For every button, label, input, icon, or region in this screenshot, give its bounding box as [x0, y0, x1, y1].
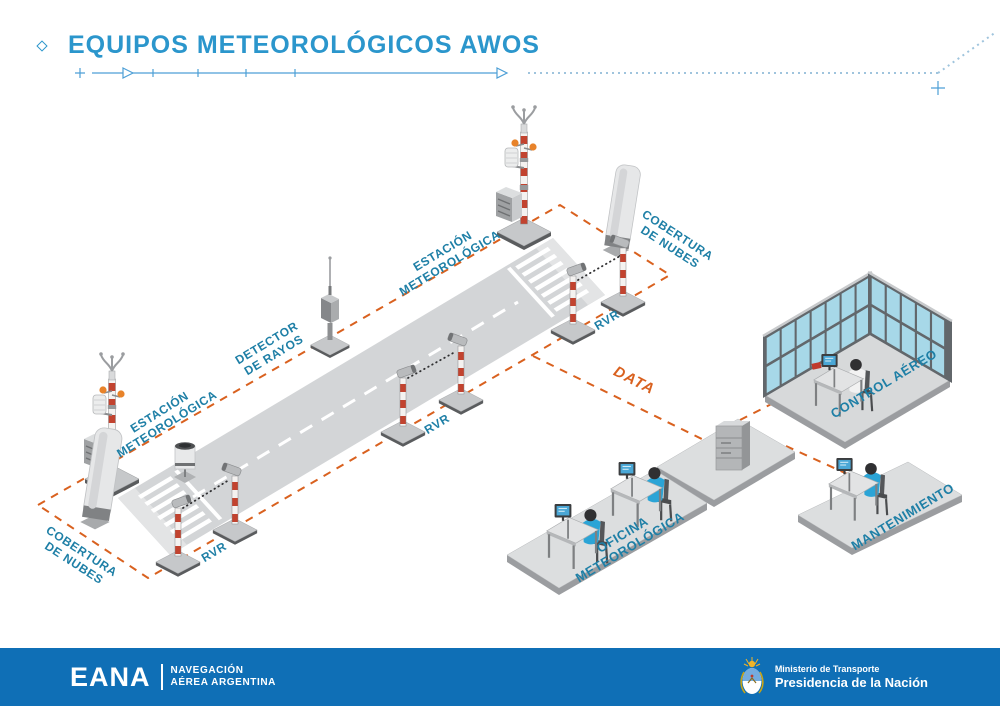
- tagline-line2: AÉREA ARGENTINA: [170, 677, 276, 688]
- dotted-guide-line: [528, 31, 997, 74]
- coat-of-arms-icon: [740, 657, 764, 694]
- runway: [118, 238, 605, 555]
- office-platform: [506, 460, 708, 595]
- diamond-icon: [36, 40, 48, 52]
- ministry-line1: Ministerio de Transporte: [774, 663, 880, 674]
- control-room-glass-wall-left: [762, 270, 873, 398]
- control-room-glass-wall-right: [867, 270, 953, 383]
- footer-separator: [160, 664, 163, 690]
- link-perimeter-to-server: [532, 355, 711, 444]
- footer-bar: EANA NAVEGACIÓN AÉREA ARGENTINA Minister…: [0, 648, 1000, 706]
- red-binder: [811, 362, 822, 370]
- ruler-decoration: [75, 67, 509, 79]
- rain-gauge: [173, 441, 197, 484]
- label-lightning: DETECTOR DE RAYOS: [233, 319, 306, 378]
- ministry-block: Ministerio de Transporte Presidencia de …: [739, 657, 928, 697]
- label-clouds-top: COBERTURA DE NUBES: [638, 207, 716, 271]
- label-rvr-mid: RVR: [422, 411, 452, 437]
- runway-centerline: [192, 300, 519, 499]
- control-room: [762, 270, 953, 449]
- sensor-perimeter-dashed: [36, 203, 672, 580]
- maintenance-platform: [797, 456, 963, 555]
- ministry-text: Ministerio de Transporte Presidencia de …: [775, 664, 928, 690]
- eana-logo: EANA NAVEGACIÓN AÉREA ARGENTINA: [70, 661, 276, 692]
- label-rvr-bottom: RVR: [199, 539, 229, 565]
- lightning-detector: [311, 256, 350, 358]
- server-cabinet: [715, 420, 751, 471]
- page-title: EQUIPOS METEOROLÓGICOS AWOS: [68, 31, 540, 59]
- ministry-line2: Presidencia de la Nación: [774, 674, 928, 690]
- weather-station-top: [496, 105, 551, 250]
- svg-text:RVR: RVR: [199, 539, 229, 565]
- label-data: DATA: [611, 363, 658, 398]
- eana-wordmark: EANA: [70, 661, 151, 692]
- awos-diagram: ESTACIÓN METEOROLÓGICA COBERTURA DE NUBE…: [36, 31, 997, 595]
- tagline-line1: NAVEGACIÓN: [170, 665, 244, 676]
- label-clouds-left: COBERTURA DE NUBES: [42, 523, 120, 587]
- svg-text:DATA: DATA: [611, 363, 658, 398]
- eana-tagline: NAVEGACIÓN AÉREA ARGENTINA: [171, 665, 276, 689]
- header: EQUIPOS METEOROLÓGICOS AWOS: [0, 0, 1000, 95]
- plus-mark: [931, 81, 945, 95]
- svg-text:RVR: RVR: [422, 411, 452, 437]
